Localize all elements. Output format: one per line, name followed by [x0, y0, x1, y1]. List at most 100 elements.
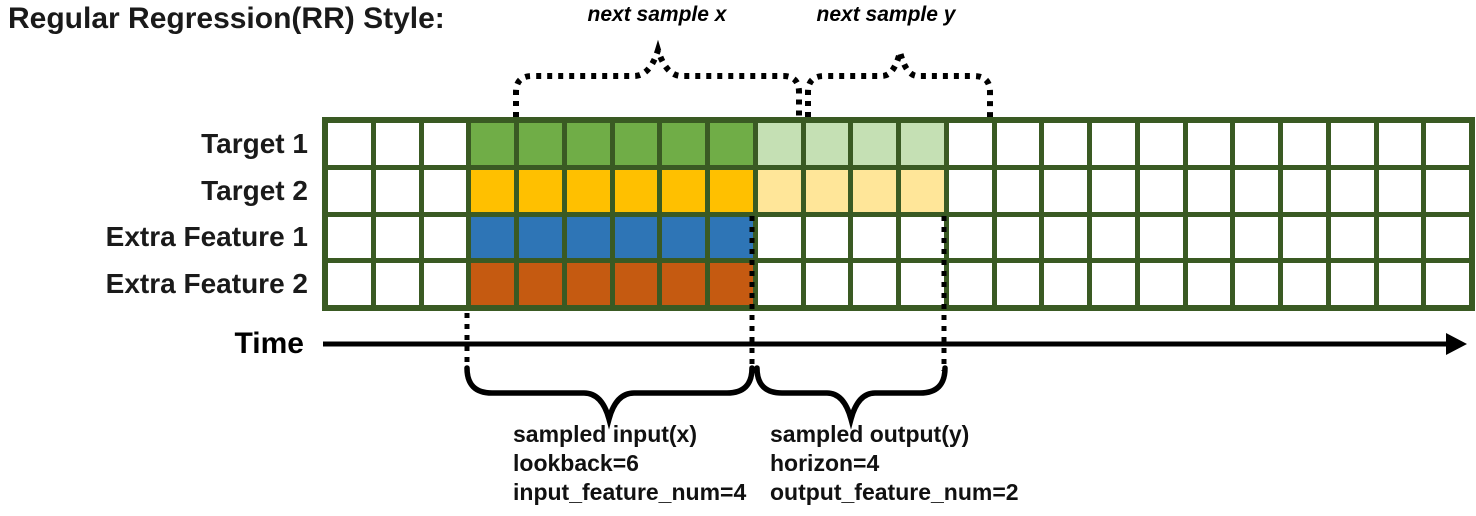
grid-cell-blank [375, 263, 419, 305]
grid-cell-blank [423, 263, 467, 305]
grid-cell-blank [805, 263, 849, 305]
sampled-input-title: sampled input(x) [513, 421, 698, 447]
grid-cell-blank [1235, 123, 1278, 165]
grid-cell-input [471, 169, 514, 212]
grid-cell-blank [901, 216, 944, 259]
grid-cell-blank [1139, 123, 1183, 165]
grid-cell-blank [1187, 123, 1231, 165]
grid-cell-blank [1283, 169, 1326, 212]
grid-cell-output [805, 169, 849, 212]
grid-cell-blank [757, 263, 801, 305]
grid-cell-input [614, 216, 658, 259]
row-label: Target 2 [201, 174, 308, 206]
grid-cell-blank [1044, 123, 1087, 165]
grid-cell-input [519, 123, 562, 165]
input-feature-num-value: input_feature_num=4 [513, 479, 747, 505]
grid-cell-blank [1426, 169, 1469, 212]
grid-cell-blank [1044, 216, 1087, 259]
sampled-output-note: sampled output(y) horizon=4 output_featu… [770, 420, 1019, 507]
grid-cell-blank [948, 263, 992, 305]
grid-cell-blank [1378, 216, 1422, 259]
grid-cell-blank [423, 123, 467, 165]
grid-cell-input [662, 123, 705, 165]
grid-cell-blank [901, 263, 944, 305]
timeseries-grid [322, 117, 1475, 311]
grid-cell-input [710, 123, 753, 165]
grid-cell-blank [1139, 263, 1183, 305]
grid-cell-input [566, 169, 610, 212]
row-label: Extra Feature 2 [105, 268, 308, 300]
grid-cell-input [710, 169, 753, 212]
grid-cell-input [614, 169, 658, 212]
grid-cell-output [901, 123, 944, 165]
grid-cell-blank [328, 123, 371, 165]
sampled-input-brace [464, 365, 755, 430]
grid-cell-input [566, 263, 610, 305]
grid-cell-blank [1187, 216, 1231, 259]
grid-cell-input [662, 216, 705, 259]
grid-cell-blank [996, 169, 1040, 212]
grid-cell-blank [1092, 216, 1135, 259]
grid-cell-blank [1283, 216, 1326, 259]
horizon-value: horizon=4 [770, 450, 880, 476]
next-sample-y-label: next sample y [816, 3, 956, 26]
grid-cell-blank [1378, 263, 1422, 305]
grid-cell-blank [1092, 263, 1135, 305]
grid-cell-blank [1092, 123, 1135, 165]
grid-cell-output [757, 123, 801, 165]
grid-cell-input [471, 263, 514, 305]
next-sample-x-label: next sample x [587, 3, 727, 26]
grid-cell-blank [423, 216, 467, 259]
grid-cell-input [614, 123, 658, 165]
grid-cell-blank [375, 216, 419, 259]
grid-cell-input [471, 216, 514, 259]
grid-cell-input [566, 216, 610, 259]
grid-cell-input [710, 263, 753, 305]
grid-cell-blank [853, 216, 896, 259]
grid-cell-blank [1330, 169, 1374, 212]
grid-cell-output [853, 123, 896, 165]
grid-cell-blank [328, 216, 371, 259]
grid-cell-output [853, 169, 896, 212]
grid-cell-input [614, 263, 658, 305]
grid-cell-blank [1378, 123, 1422, 165]
grid-cell-output [805, 123, 849, 165]
grid-cell-output [757, 169, 801, 212]
grid-cell-blank [948, 123, 992, 165]
grid-cell-input [566, 123, 610, 165]
grid-cell-blank [1235, 216, 1278, 259]
time-axis-label: Time [234, 327, 304, 360]
grid-cell-blank [805, 216, 849, 259]
grid-cell-input [662, 169, 705, 212]
grid-cell-blank [996, 123, 1040, 165]
sampled-output-title: sampled output(y) [770, 421, 970, 447]
sampled-output-brace [754, 365, 948, 430]
grid-cell-input [710, 216, 753, 259]
grid-cell-blank [1330, 263, 1374, 305]
grid-cell-blank [1330, 216, 1374, 259]
grid-cell-blank [996, 216, 1040, 259]
grid-cell-blank [948, 169, 992, 212]
time-axis-arrow [1446, 333, 1467, 355]
grid-cell-blank [1044, 169, 1087, 212]
row-label: Target 1 [201, 127, 308, 159]
grid-cell-blank [996, 263, 1040, 305]
grid-cell-blank [853, 263, 896, 305]
grid-cell-blank [328, 263, 371, 305]
grid-cell-input [519, 169, 562, 212]
grid-cell-blank [423, 169, 467, 212]
grid-cell-blank [1187, 169, 1231, 212]
grid-cell-blank [1139, 216, 1183, 259]
grid-cell-blank [1235, 169, 1278, 212]
grid-cell-input [471, 123, 514, 165]
grid-cell-blank [948, 216, 992, 259]
grid-cell-output [901, 169, 944, 212]
grid-cell-blank [375, 123, 419, 165]
diagram-title: Regular Regression(RR) Style: [8, 2, 445, 35]
grid-cell-blank [1283, 123, 1326, 165]
grid-cell-blank [1426, 216, 1469, 259]
grid-cell-blank [1283, 263, 1326, 305]
next-sample-x-brace [513, 39, 802, 117]
